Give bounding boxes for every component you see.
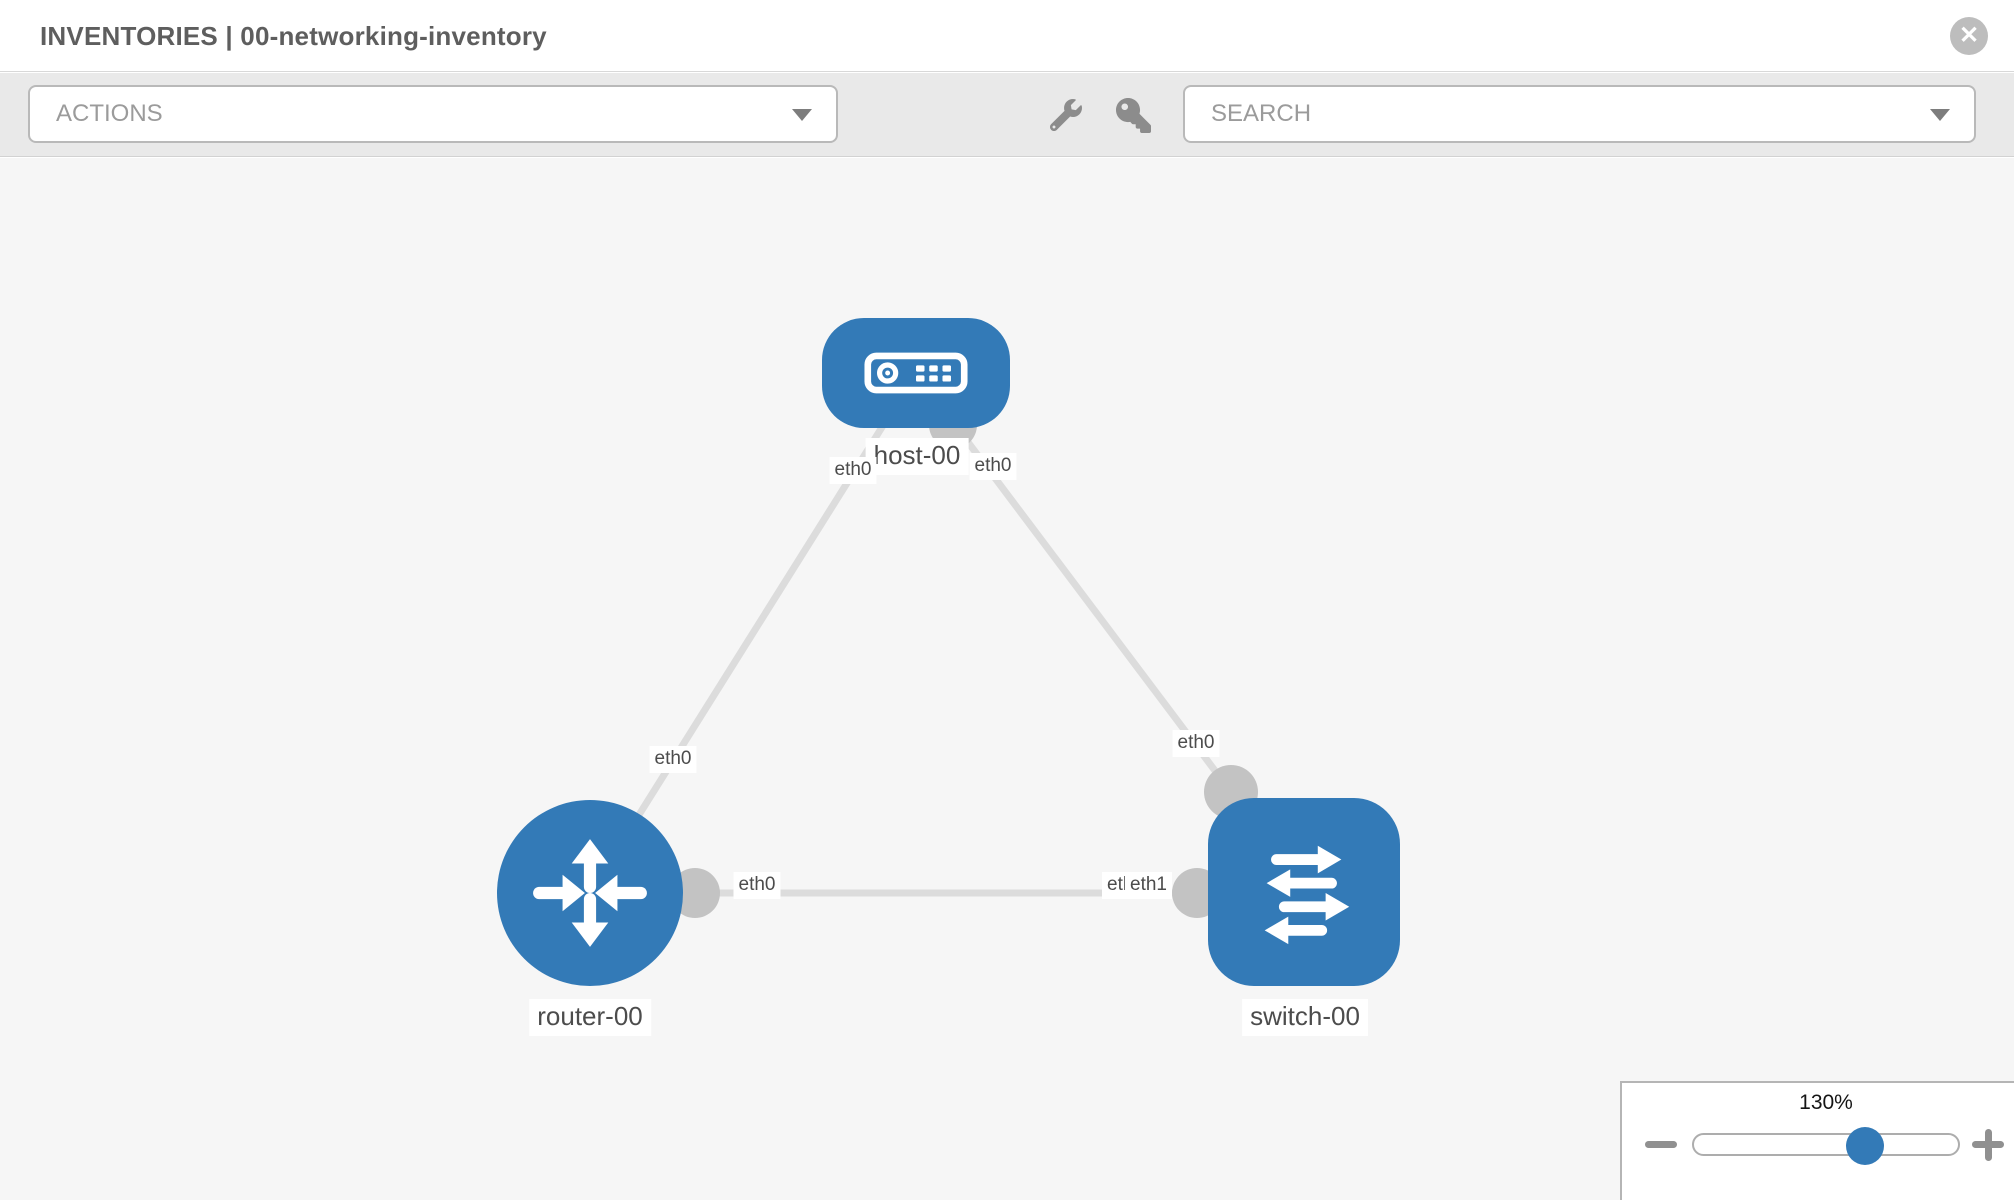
node-label-router-00: router-00 [529,999,651,1036]
switch-icon [1264,845,1350,945]
node-switch-00[interactable] [1208,798,1400,986]
actions-dropdown-label: ACTIONS [56,100,163,127]
topology-canvas[interactable]: host-00 router-00 switch-00 eth0 eth0 et… [0,158,2014,1200]
page-title: INVENTORIES | 00-networking-inventory [40,21,547,51]
close-icon: ✕ [1958,22,1980,49]
search-dropdown-label: SEARCH [1211,100,1312,127]
iface-label-switch-eth0-uplink: eth0 [1172,730,1220,757]
zoom-panel: 130% [1620,1081,2014,1200]
zoom-out-button[interactable] [1645,1141,1677,1148]
interface-dot-router-eth0[interactable] [670,868,720,918]
page-header: INVENTORIES | 00-networking-inventory ✕ [0,0,2014,72]
node-router-00[interactable] [497,800,683,986]
actions-dropdown[interactable]: ACTIONS [28,85,838,143]
plus-icon [1984,1128,1992,1161]
chevron-down-icon [792,109,812,121]
iface-label-host-eth0-right: eth0 [969,453,1017,480]
iface-label-host-eth0-left: eth0 [829,457,877,484]
key-icon[interactable] [1116,98,1151,133]
node-label-host-00: host-00 [865,438,969,475]
node-host-00[interactable] [822,318,1010,428]
node-label-switch-00: switch-00 [1242,999,1368,1036]
iface-label-router-eth0-uplink: eth0 [649,746,697,773]
search-dropdown[interactable]: SEARCH [1183,85,1976,143]
iface-label-switch-trunk-pair: eth0 eth1 [1102,872,1182,900]
zoom-slider[interactable] [1692,1133,1960,1156]
zoom-level-value: 130% [1799,1091,1853,1114]
toolbar: ACTIONS SEARCH [0,73,2014,157]
iface-label-switch-eth1-trunk: eth1 [1125,872,1172,899]
iface-label-router-eth0-trunk: eth0 [733,872,781,899]
wrench-icon[interactable] [1050,99,1082,131]
router-icon [533,839,647,947]
close-button[interactable]: ✕ [1950,17,1988,55]
host-icon [864,352,968,394]
zoom-slider-handle[interactable] [1846,1127,1884,1165]
chevron-down-icon [1930,109,1950,121]
